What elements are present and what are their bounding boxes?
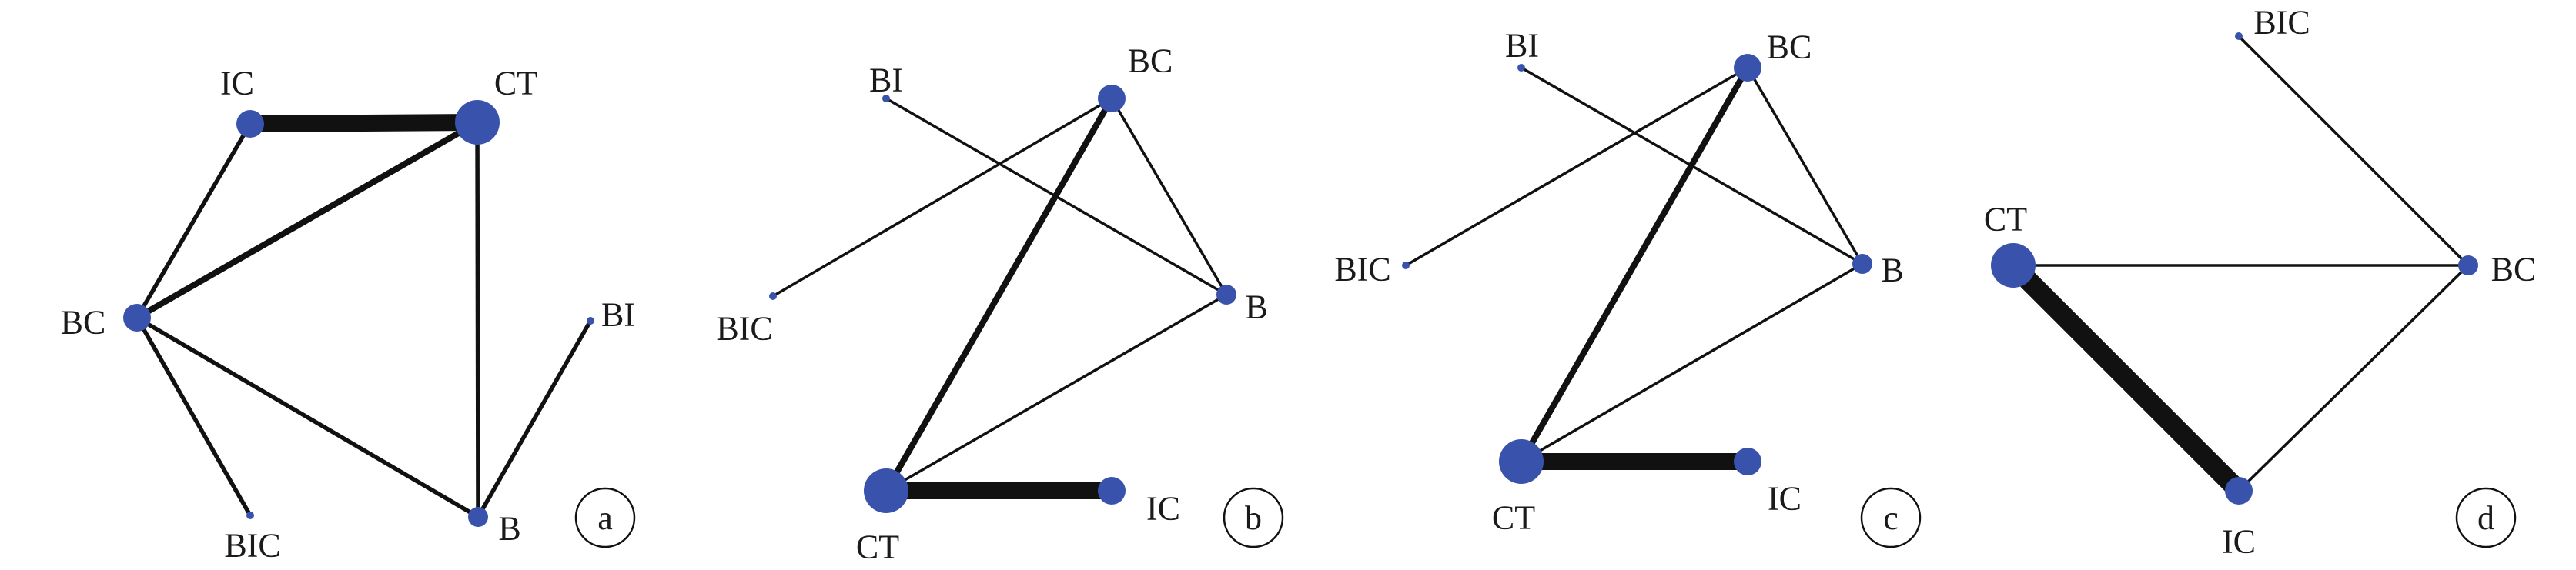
nodes: IC CT BC BI BIC B: [61, 64, 635, 564]
node-label-ct: CT: [856, 528, 899, 565]
panel-label: b: [1245, 499, 1262, 537]
edge-bic-bc: [772, 97, 1112, 298]
nodes: BI BC B BIC CT IC: [716, 42, 1267, 565]
node-label-ic: IC: [2222, 522, 2256, 560]
node-label-bc: BC: [61, 303, 106, 341]
node-label-bic: BIC: [716, 309, 772, 347]
panel-c: BI BC BIC B CT IC c: [1334, 26, 1922, 548]
node-b: [468, 507, 488, 527]
node-ct: [1991, 243, 2036, 288]
edge-ct-b: [1521, 262, 1863, 463]
node-label-bi: BI: [1505, 26, 1539, 64]
edge-bic-bc: [2237, 35, 2470, 267]
node-bic: [2235, 32, 2243, 40]
node-b: [1216, 285, 1236, 305]
node-bi: [1517, 64, 1525, 72]
edge-bi-b: [476, 319, 593, 518]
panel-label: d: [2477, 499, 2494, 537]
node-label-bi: BI: [601, 295, 635, 333]
node-ic: [2225, 477, 2253, 505]
node-ct: [864, 468, 908, 513]
edges: [2006, 35, 2470, 498]
node-label-b: B: [498, 509, 520, 547]
node-bi: [587, 317, 594, 325]
node-label-bic: BIC: [224, 526, 280, 564]
edge-bc-b: [135, 315, 480, 519]
node-bc: [123, 304, 151, 332]
edge-ic-ct: [249, 114, 478, 132]
panel-label-circle: [1860, 487, 1922, 548]
panel-b: BI BC B BIC CT IC b: [716, 42, 1284, 565]
edge-ct-b: [885, 293, 1227, 492]
node-bic: [1402, 262, 1410, 269]
node-label-bic: BIC: [2253, 3, 2310, 41]
node-bc: [1098, 85, 1126, 112]
edge-bic-bc: [1405, 66, 1748, 267]
node-label-b: B: [1245, 288, 1267, 325]
node-label-ct: CT: [494, 64, 537, 102]
nodes: BI BC BIC B CT IC: [1334, 26, 1903, 536]
node-label-bi: BI: [869, 61, 903, 98]
edge-bc-ct: [1518, 66, 1751, 463]
nodes: BIC CT BC IC: [1984, 3, 2536, 560]
panel-label-circle: [2455, 487, 2517, 548]
edge-bc-ct: [883, 97, 1115, 492]
edge-ic-bc: [2237, 264, 2470, 492]
node-label-ic: IC: [220, 64, 254, 102]
node-bc: [1734, 54, 1761, 82]
edge-bc-ct: [135, 119, 479, 321]
edge-bc-b: [1746, 67, 1864, 265]
panel-label-circle: [574, 487, 636, 548]
node-label-bic: BIC: [1334, 250, 1390, 288]
edges: [1405, 66, 1864, 470]
node-label-ct: CT: [1492, 498, 1535, 536]
node-bic: [769, 292, 777, 300]
panel-label: a: [597, 499, 613, 537]
node-ic: [1734, 448, 1761, 475]
panel-d: BIC CT BC IC d: [1984, 3, 2536, 560]
edge-ct-ic: [2006, 258, 2246, 498]
node-bc: [2458, 255, 2478, 275]
node-label-bc: BC: [2491, 250, 2537, 288]
node-bic: [246, 512, 254, 519]
node-ct: [455, 100, 500, 145]
node-label-b: B: [1881, 251, 1903, 288]
node-label-bc: BC: [1128, 42, 1173, 79]
node-ct: [1499, 439, 1544, 484]
node-bi: [882, 95, 890, 102]
edge-ct-b: [475, 122, 480, 518]
panel-label-circle: [1223, 487, 1284, 548]
node-label-ct: CT: [1984, 200, 2027, 238]
panel-label: c: [1883, 499, 1899, 537]
edge-bc-bic: [135, 316, 253, 517]
node-ic: [1098, 477, 1126, 505]
node-label-ic: IC: [1768, 479, 1802, 517]
edge-ic-bc: [135, 122, 253, 319]
node-label-ic: IC: [1146, 489, 1180, 527]
edges: [772, 97, 1228, 499]
edges: [135, 114, 593, 519]
edge-bc-b: [1110, 98, 1228, 295]
node-b: [1852, 254, 1872, 274]
node-ic: [236, 110, 264, 138]
node-label-bc: BC: [1767, 28, 1812, 65]
